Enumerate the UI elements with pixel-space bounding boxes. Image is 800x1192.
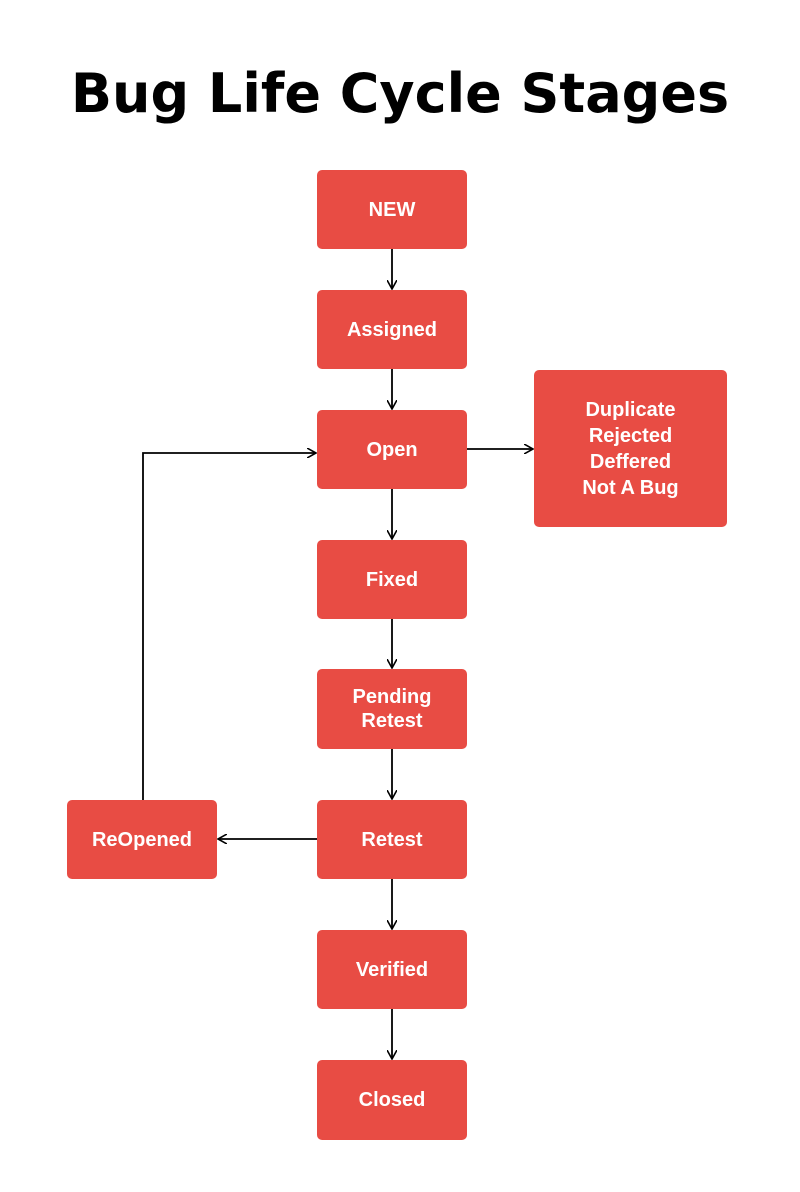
node-open: Open	[317, 410, 467, 489]
node-open-label: Open	[366, 438, 418, 461]
node-pending-retest: Pending Retest	[317, 669, 467, 749]
node-new-label: NEW	[368, 198, 416, 221]
node-terminal-states: Duplicate Rejected Deffered Not A Bug	[534, 370, 727, 527]
node-reopened: ReOpened	[67, 800, 217, 879]
node-reopened-label: ReOpened	[91, 828, 193, 851]
node-fixed-label: Fixed	[365, 568, 419, 591]
node-retest-label: Retest	[361, 828, 423, 851]
node-closed-label: Closed	[358, 1089, 426, 1111]
node-assigned-label: Assigned	[346, 318, 438, 341]
node-verified-label: Verified	[355, 958, 429, 981]
node-terminal-states-label: Duplicate Rejected Deffered Not A Bug	[582, 398, 679, 499]
node-pending-retest-label: Pending Retest	[352, 686, 432, 732]
node-verified: Verified	[317, 930, 467, 1009]
node-new: NEW	[317, 170, 467, 249]
edge-reopened-open	[142, 453, 315, 800]
node-retest: Retest	[317, 800, 467, 879]
node-closed: Closed	[317, 1060, 467, 1140]
node-assigned: Assigned	[317, 290, 467, 369]
node-fixed: Fixed	[317, 540, 467, 619]
diagram-title: Bug Life Cycle Stages	[70, 62, 730, 125]
